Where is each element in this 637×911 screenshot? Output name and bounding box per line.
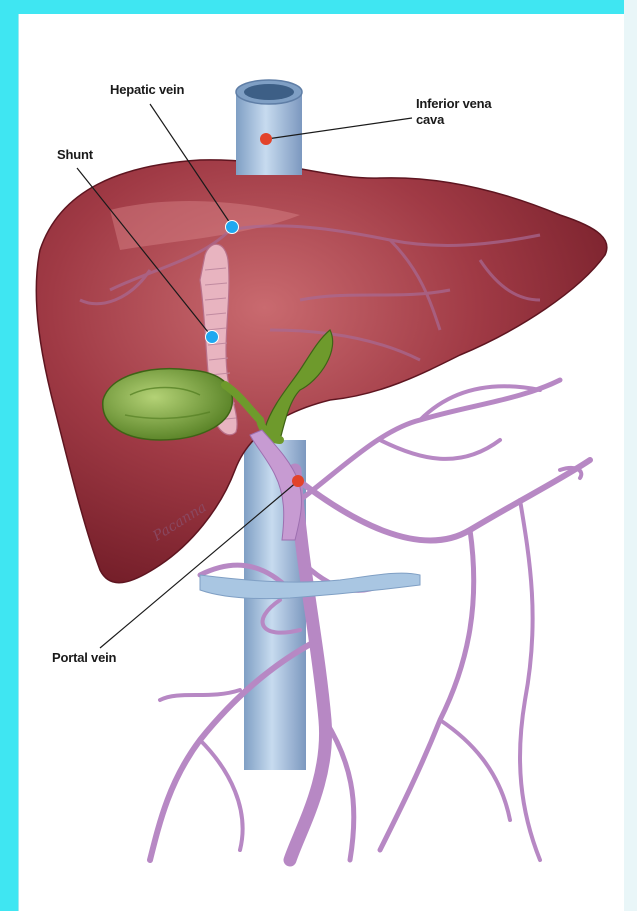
label-hepatic-vein: Hepatic vein	[110, 82, 184, 98]
label-portal-vein: Portal vein	[52, 650, 116, 666]
label-shunt: Shunt	[57, 147, 93, 163]
inferior-vena-cava-upper	[236, 80, 302, 175]
portal-vein-marker	[292, 475, 304, 487]
shunt-marker	[206, 331, 219, 344]
label-inferior-vena-cava: Inferior vena cava	[416, 96, 506, 128]
hepatic-vein-marker	[226, 221, 239, 234]
inferior-vena-cava-marker	[260, 133, 272, 145]
